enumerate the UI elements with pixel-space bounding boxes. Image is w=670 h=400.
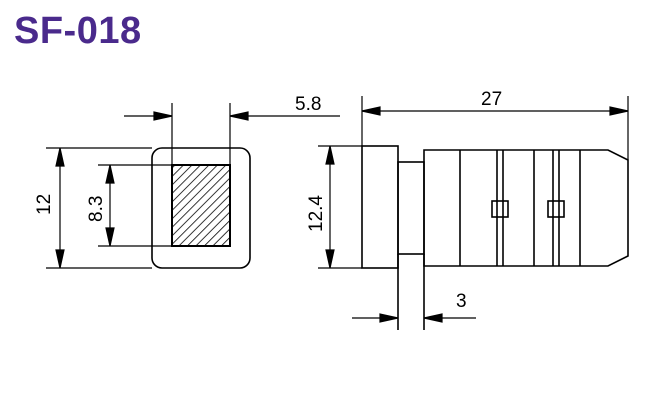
dimension-label-12-4: 12.4 <box>306 195 327 232</box>
dimension-label-8-3: 8.3 <box>86 196 107 222</box>
dimension-label-5-8: 5.8 <box>295 94 321 115</box>
flange <box>361 145 399 269</box>
neck <box>397 161 425 255</box>
dimension-length <box>361 106 629 116</box>
dimension-height-window <box>105 164 115 247</box>
part-number-title: SF-018 <box>14 10 142 52</box>
tapered-body <box>423 149 629 267</box>
dimension-gap <box>352 313 476 323</box>
dimension-height-outer <box>55 147 65 269</box>
front-outer-frame <box>151 147 251 269</box>
front-view <box>151 147 251 269</box>
side-view <box>361 145 629 330</box>
front-inner-window <box>171 164 231 247</box>
dimension-height-side <box>325 145 335 269</box>
dimension-label-27: 27 <box>481 89 502 110</box>
dimension-width-window <box>124 111 340 121</box>
dimension-label-3: 3 <box>456 291 467 312</box>
dimension-label-12: 12 <box>34 194 55 215</box>
